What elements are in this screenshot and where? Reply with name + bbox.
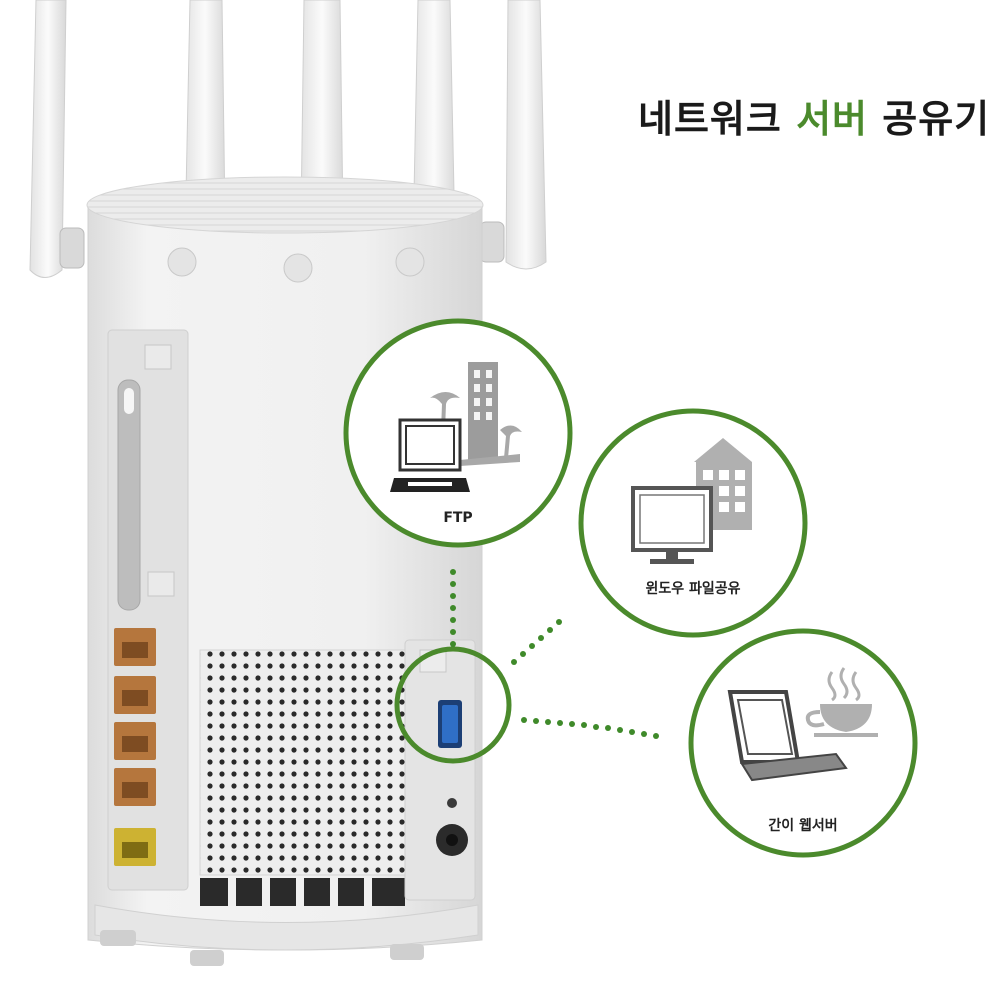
connector-to-ftp	[450, 569, 456, 647]
connector-to-webserver	[521, 717, 659, 739]
laptop-coffee-icon	[727, 667, 878, 782]
lan-ports	[114, 628, 156, 866]
heading-part3: 공유기	[882, 97, 991, 141]
wan-port	[114, 828, 156, 866]
lan-port	[114, 628, 156, 666]
usb-highlight-circle	[394, 646, 512, 764]
usb-port	[438, 700, 462, 748]
heading-accent: 서버	[796, 97, 868, 141]
lan-port	[114, 722, 156, 760]
antenna	[29, 0, 85, 278]
ftp-computer-building-icon	[390, 362, 522, 492]
ftp-feature	[343, 318, 573, 548]
webserver-feature	[688, 628, 918, 858]
webserver-circle	[688, 628, 918, 858]
dotted-connectors	[450, 569, 659, 739]
heading-part1: 네트워크	[638, 97, 782, 141]
webserver-label: 간이 웹서버	[768, 818, 838, 834]
ftp-label: FTP	[443, 510, 473, 526]
antenna	[479, 0, 547, 270]
lan-port	[114, 768, 156, 806]
windows-share-feature	[578, 408, 808, 638]
page-heading: 네트워크 서버 공유기	[638, 88, 990, 143]
monitor-building-icon	[631, 438, 752, 564]
lan-port	[114, 676, 156, 714]
connector-to-windows	[511, 619, 562, 665]
windows-share-label: 윈도우 파일공유	[645, 581, 741, 597]
